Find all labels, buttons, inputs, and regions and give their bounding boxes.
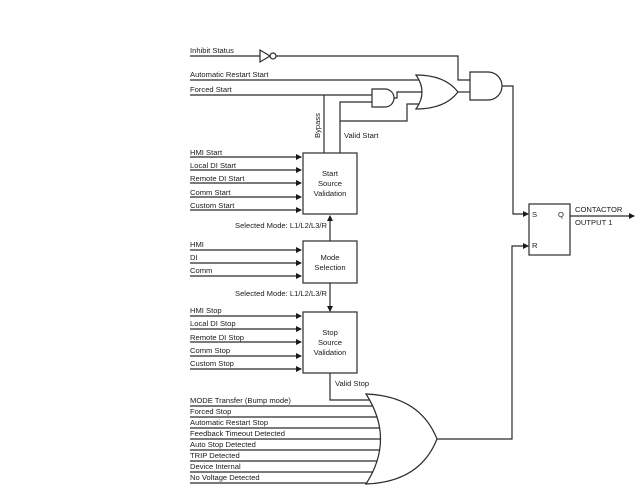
start-inputs: HMI Start Local DI Start Remote DI Start… — [190, 148, 302, 213]
stop-box-line-2: Source — [318, 338, 342, 347]
label-inhibit-status: Inhibit Status — [190, 46, 234, 55]
label-remote-di-stop: Remote DI Stop — [190, 333, 244, 342]
not-gate-bubble — [269, 52, 277, 60]
label-di: DI — [190, 253, 198, 262]
start-box-line-3: Validation — [314, 189, 347, 198]
output-label-line-2: OUTPUT 1 — [575, 218, 612, 227]
label-remote-di-start: Remote DI Start — [190, 174, 245, 183]
start-box-line-2: Source — [318, 179, 342, 188]
wire-and-to-set — [502, 85, 529, 217]
label-mode-transfer: MODE Transfer (Bump mode) — [190, 396, 291, 405]
label-local-di-stop: Local DI Stop — [190, 319, 236, 328]
label-valid-start: Valid Start — [344, 131, 379, 140]
label-comm-start: Comm Start — [190, 188, 231, 197]
sr-latch-s: S — [532, 210, 537, 219]
start-source-validation-box — [302, 152, 358, 215]
stop-or-inputs: MODE Transfer (Bump mode) Forced Stop Au… — [190, 396, 385, 484]
label-trip-detected: TRIP Detected — [190, 451, 240, 460]
label-no-voltage: No Voltage Detected — [190, 473, 260, 482]
label-auto-stop: Auto Stop Detected — [190, 440, 256, 449]
stop-inputs: HMI Stop Local DI Stop Remote DI Stop Co… — [190, 306, 302, 372]
wire-valid-start-to-or — [340, 103, 426, 122]
mode-selection-box — [302, 240, 358, 284]
sr-latch — [528, 203, 571, 256]
and-gate-inhibit — [469, 71, 503, 101]
start-box-line-1: Start — [322, 169, 339, 178]
label-comm: Comm — [190, 266, 212, 275]
label-forced-start: Forced Start — [190, 85, 233, 94]
sr-latch-q: Q — [558, 210, 564, 219]
label-hmi-start: HMI Start — [190, 148, 223, 157]
label-feedback-timeout: Feedback Timeout Detected — [190, 429, 285, 438]
mode-inputs: HMI DI Comm — [190, 240, 302, 279]
label-hmi: HMI — [190, 240, 204, 249]
wire-or-to-reset — [437, 243, 529, 440]
label-automatic-restart-start: Automatic Restart Start — [190, 70, 269, 79]
label-valid-stop: Valid Stop — [335, 379, 369, 388]
wire-not-to-and — [276, 55, 470, 81]
and-gate-bypass — [371, 88, 395, 108]
wire-valid-stop — [329, 373, 372, 401]
output-label-line-1: CONTACTOR — [575, 205, 623, 214]
label-device-internal: Device Internal — [190, 462, 241, 471]
stop-box-line-1: Stop — [322, 328, 338, 337]
mode-box-line-1: Mode — [321, 253, 340, 262]
wire-and-to-or — [394, 91, 426, 99]
label-bypass: Bypass — [313, 113, 322, 138]
label-hmi-stop: HMI Stop — [190, 306, 222, 315]
label-forced-stop: Forced Stop — [190, 407, 231, 416]
label-local-di-start: Local DI Start — [190, 161, 237, 170]
label-selected-mode-2: Selected Mode: L1/L2/L3/R — [235, 289, 328, 298]
label-custom-start: Custom Start — [190, 201, 235, 210]
label-custom-stop: Custom Stop — [190, 359, 234, 368]
or-gate-start — [414, 74, 459, 110]
label-selected-mode-1: Selected Mode: L1/L2/L3/R — [235, 221, 328, 230]
not-gate — [259, 48, 272, 64]
wire-valid-start — [339, 101, 372, 153]
or-gate-stop — [364, 393, 438, 485]
label-automatic-restart-stop: Automatic Restart Stop — [190, 418, 268, 427]
stop-box-line-3: Validation — [314, 348, 347, 357]
stop-source-validation-box — [302, 311, 358, 374]
mode-box-line-2: Selection — [314, 263, 345, 272]
label-comm-stop: Comm Stop — [190, 346, 230, 355]
sr-latch-r: R — [532, 241, 538, 250]
